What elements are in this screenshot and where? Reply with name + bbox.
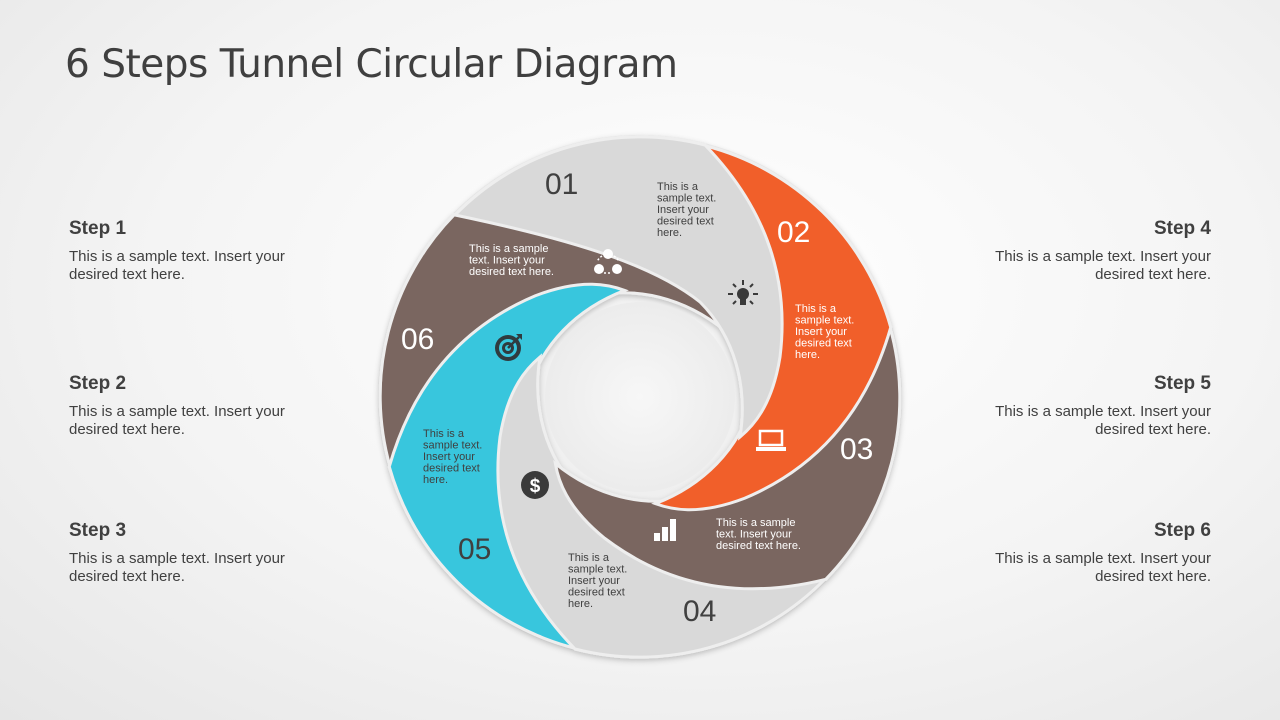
step-2-heading: Step 2 — [69, 373, 127, 394]
step-4-heading: Step 4 — [1153, 218, 1211, 239]
step-5-heading: Step 5 — [1153, 373, 1211, 394]
team-cycle-icon — [594, 249, 622, 274]
segment-03-number: 03 — [840, 433, 873, 466]
segment-04-number: 04 — [683, 595, 716, 628]
step-6-heading: Step 6 — [1153, 520, 1211, 541]
step-5-text: This is a sample text. Insert your desir… — [995, 403, 1211, 438]
step-1-text: This is a sample text. Insert your desir… — [69, 248, 285, 283]
laptop-icon — [756, 429, 786, 451]
step-4-block: Step 4 This is a sample text. Insert you… — [991, 218, 1211, 284]
step-1-block: Step 1 This is a sample text. Insert you… — [69, 218, 289, 284]
segment-01-text: This is a sample text. Insert your desir… — [657, 181, 719, 239]
step-3-heading: Step 3 — [69, 520, 127, 541]
segment-02-number: 02 — [777, 216, 810, 249]
segment-03-text: This is a sample text. Insert your desir… — [716, 517, 801, 552]
step-2-block: Step 2 This is a sample text. Insert you… — [69, 373, 289, 439]
step-6-text: This is a sample text. Insert your desir… — [995, 550, 1211, 585]
lightbulb-icon — [728, 280, 758, 305]
segment-06-number: 06 — [401, 323, 434, 356]
bar-chart-icon — [654, 519, 676, 541]
page-title: 6 Steps Tunnel Circular Diagram — [65, 42, 678, 87]
svg-text:$: $ — [530, 476, 541, 497]
step-1-heading: Step 1 — [69, 218, 127, 239]
dollar-icon: $ — [521, 471, 549, 499]
target-icon — [495, 334, 522, 361]
step-5-block: Step 5 This is a sample text. Insert you… — [991, 373, 1211, 439]
segment-02-text: This is a sample text. Insert your desir… — [795, 303, 857, 361]
segment-01-number: 01 — [545, 168, 578, 201]
center-hole — [545, 302, 735, 492]
segment-04-text: This is a sample text. Insert your desir… — [568, 552, 630, 610]
step-3-text: This is a sample text. Insert your desir… — [69, 550, 285, 585]
segment-05-text: This is a sample text. Insert your desir… — [423, 428, 485, 486]
segment-06-text: This is a sample text. Insert your desir… — [469, 243, 554, 278]
step-6-block: Step 6 This is a sample text. Insert you… — [991, 520, 1211, 586]
step-4-text: This is a sample text. Insert your desir… — [995, 248, 1211, 283]
step-3-block: Step 3 This is a sample text. Insert you… — [69, 520, 289, 586]
segment-05-number: 05 — [458, 533, 491, 566]
step-2-text: This is a sample text. Insert your desir… — [69, 403, 285, 438]
